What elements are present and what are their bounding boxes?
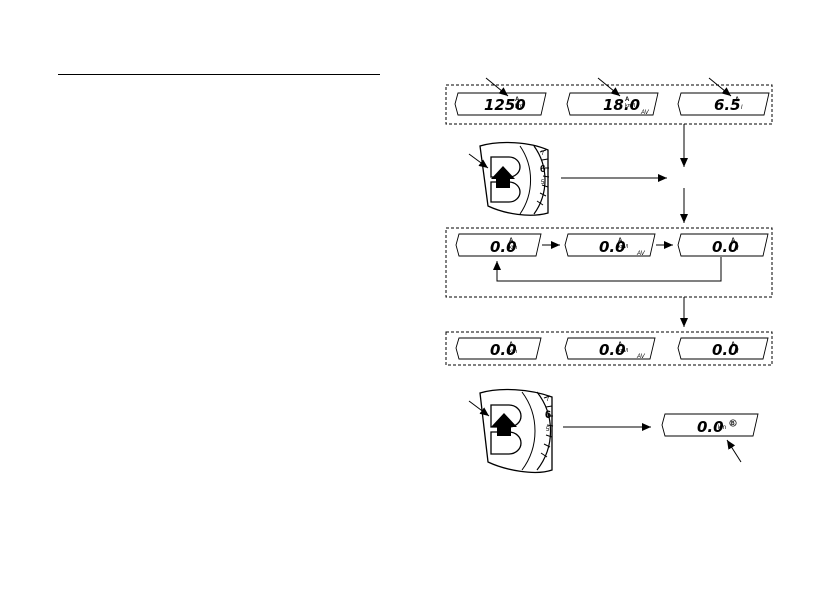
row2-display-1-unit: km [509,245,517,251]
row1-display-2: 18.0 A km/l AV [566,92,659,116]
row2-display-1-value: 0.0 [490,238,517,256]
meter-button-illustration-top: 7 6 5 [479,141,550,216]
row2-display-3-mode: A [731,238,736,244]
row3-display-1-mode: A [509,342,514,348]
gauge-number: 7 [546,397,550,403]
row1-display-2-suffix: AV [640,110,650,116]
row3-display-2-unit: km/l [618,348,628,354]
callout-arrow [485,77,509,97]
row2-group-box [445,227,773,298]
row1-display-3-suffix: l [741,105,743,111]
row2-display-3: 0.0 A l [677,233,769,257]
row3-group-box [445,331,773,366]
row3-display-3-value: 0.0 [712,341,739,359]
callout-arrow [468,400,490,417]
gauge-number: 5 [541,180,545,186]
row1-display-2-unit: km/l [625,103,635,109]
row1-group-box [445,84,773,125]
row3-display-3-suffix: l [737,349,739,355]
row2-display-3-value: 0.0 [712,238,739,256]
trip-b-display: 0.0 km B [661,413,759,437]
callout-arrow [468,153,489,169]
trip-b-mode: B [731,421,735,427]
row1-display-1: 1250 A km [454,92,547,116]
meter-button-illustration-bottom: 7 6 5 [479,388,554,474]
row3-display-2-value: 0.0 [599,341,626,359]
row2-display-2-unit: km/l [618,244,628,250]
row3-display-2-suffix: AV [636,354,646,360]
row2-display-1: 0.0 A km [455,233,542,257]
gauge-number: 6 [540,164,546,175]
gauge-number: 7 [541,151,545,157]
row3-display-3: 0.0 A l [677,337,769,360]
row1-display-1-unit: km [515,104,523,110]
loop-back-arrow [493,257,722,282]
row3-display-1: 0.0 A km [455,337,542,360]
row1-display-1-value: 1250 [484,96,526,114]
row3-display-2: 0.0 A km/l AV [564,337,656,360]
press-arrow-icon [491,166,515,188]
row2-display-1-mode: A [509,238,514,244]
press-arrow-icon [491,413,517,436]
row3-display-1-unit: km [509,349,517,355]
row1-display-2-value: 18.0 [603,96,640,114]
row1-display-2-mode: A [625,97,630,103]
row2-display-3-suffix: l [737,246,739,252]
row1-display-1-mode: A [515,97,520,103]
row3-display-1-value: 0.0 [490,341,517,359]
row2-display-2-mode: A [618,238,623,244]
callout-arrow [726,439,742,463]
row2-display-2: 0.0 A km/l AV [564,233,656,257]
row1-display-3: 6.5 A l [677,92,770,116]
callout-arrow [708,77,732,97]
header-rule [58,74,380,75]
row3-display-3-mode: A [731,342,736,348]
row1-display-3-value: 6.5 [714,96,741,114]
gauge-number: 5 [546,427,550,433]
row2-display-2-value: 0.0 [599,238,626,256]
callout-arrow [597,77,621,97]
trip-b-unit: km [718,425,726,431]
trip-b-value: 0.0 [697,418,724,436]
row2-display-2-suffix: AV [636,251,646,257]
row3-display-2-mode: A [618,342,623,348]
row1-display-3-mode: A [735,97,740,103]
gauge-number: 6 [545,409,551,421]
